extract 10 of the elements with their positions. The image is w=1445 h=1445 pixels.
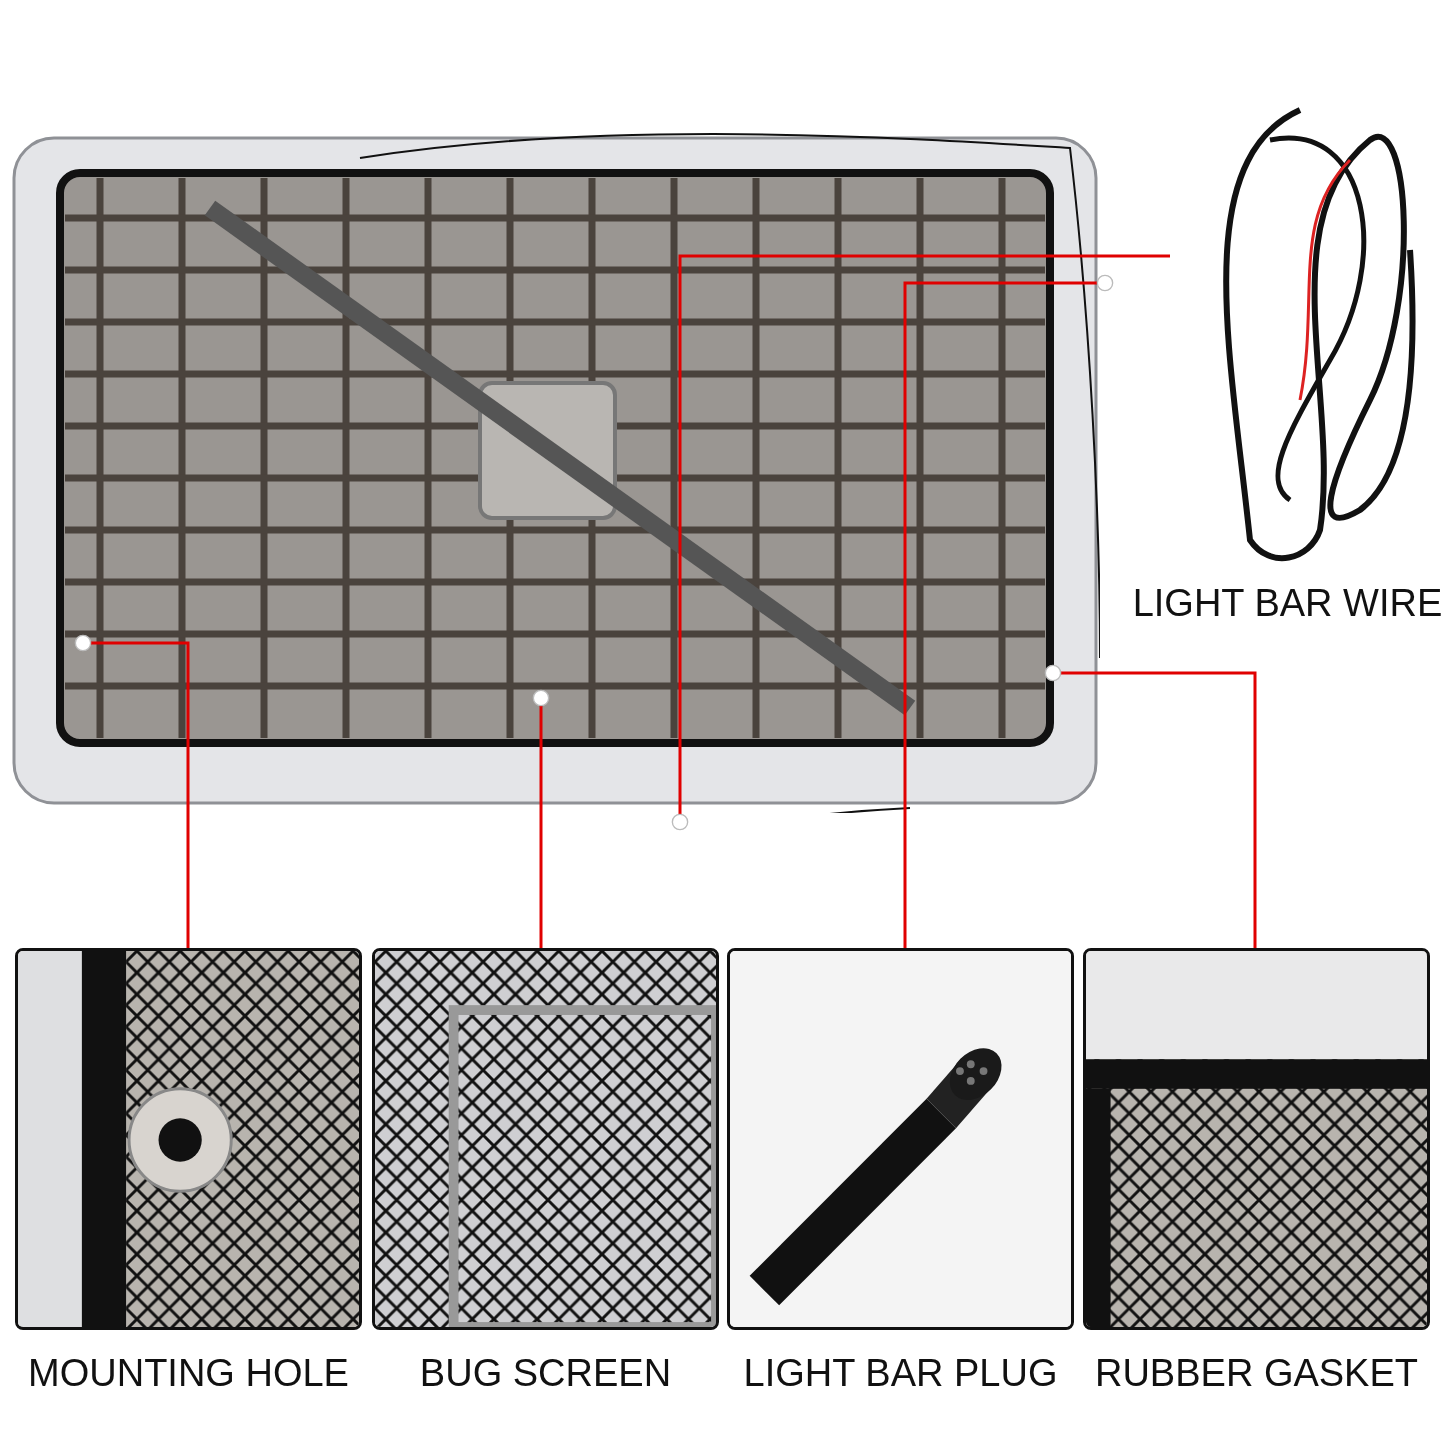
leader-line xyxy=(903,274,1114,948)
photo-caption: BUG SCREEN xyxy=(418,1352,673,1395)
leader-line xyxy=(671,254,1170,831)
leader-line xyxy=(74,634,190,948)
leader-line xyxy=(532,689,550,948)
photo-caption: LIGHT BAR WIRE xyxy=(1131,582,1444,625)
photo-caption: LIGHT BAR PLUG xyxy=(742,1352,1059,1395)
photo-caption: MOUNTING HOLE xyxy=(27,1352,350,1395)
photo-caption: RUBBER GASKET xyxy=(1093,1352,1420,1395)
leader-line xyxy=(1044,664,1257,948)
